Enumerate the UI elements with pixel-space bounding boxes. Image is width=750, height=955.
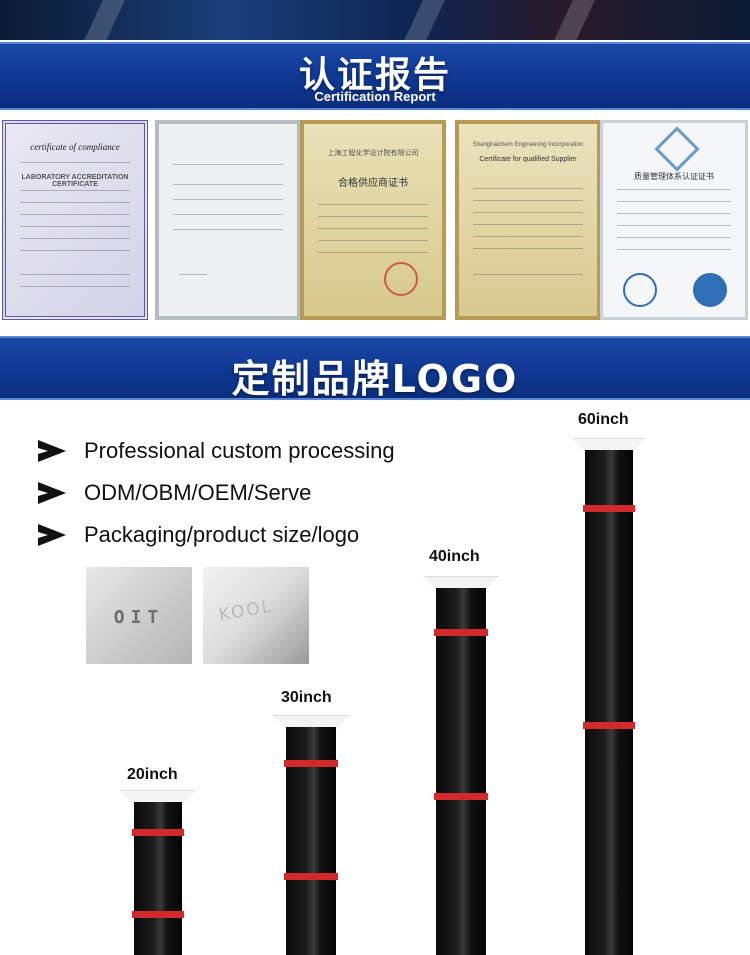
certificate-qualified-supplier-cn: 上海工程化学设计院有限公司 合格供应商证书 bbox=[300, 120, 446, 320]
custom-logo-banner: 定制品牌LOGO bbox=[0, 336, 750, 401]
certification-subtitle: Certification Report bbox=[314, 89, 436, 104]
certification-title: 认证报告 bbox=[298, 55, 451, 96]
certification-banner: 认证报告 Certification Report bbox=[0, 42, 750, 110]
cnas-badge-icon bbox=[623, 273, 657, 307]
tube-label-30: 30inch bbox=[281, 689, 332, 706]
tube-label-60: 60inch bbox=[578, 411, 629, 428]
tube-60inch bbox=[572, 438, 646, 955]
tube-label-40: 40inch bbox=[429, 548, 480, 565]
top-decoration bbox=[0, 0, 750, 40]
sample-logo-text: OIT bbox=[113, 607, 165, 628]
feature-text: Packaging/product size/logo bbox=[84, 522, 360, 547]
arrow-icon bbox=[38, 524, 66, 546]
tube-40inch bbox=[423, 576, 499, 955]
arrow-icon bbox=[38, 440, 66, 462]
arrow-icon bbox=[38, 482, 66, 504]
certificate-compliance: certificate of compliance LABORATORY ACC… bbox=[2, 120, 148, 320]
logo-sample-kool: KOOL bbox=[203, 567, 309, 664]
certificate-authorization bbox=[155, 120, 301, 320]
certificate-quality-management: 质量管理体系认证证书 bbox=[600, 120, 748, 320]
feature-text: Professional custom processing bbox=[84, 438, 395, 463]
custom-logo-title: 定制品牌LOGO bbox=[231, 357, 519, 401]
red-seal-icon bbox=[384, 262, 418, 296]
emblem-icon bbox=[654, 126, 700, 172]
certificate-qualified-supplier-en: Shanghaichem Engineering Incorporation C… bbox=[455, 120, 601, 320]
feature-text: ODM/OBM/OEM/Serve bbox=[84, 480, 312, 505]
logo-sample-oit: OIT bbox=[86, 567, 192, 664]
tube-label-20: 20inch bbox=[127, 766, 178, 783]
iaf-badge-icon bbox=[693, 273, 727, 307]
sample-logo-text: KOOL bbox=[217, 596, 275, 626]
certificate-gallery: certificate of compliance LABORATORY ACC… bbox=[0, 116, 750, 326]
tube-20inch bbox=[120, 790, 196, 955]
tube-30inch bbox=[272, 715, 350, 955]
